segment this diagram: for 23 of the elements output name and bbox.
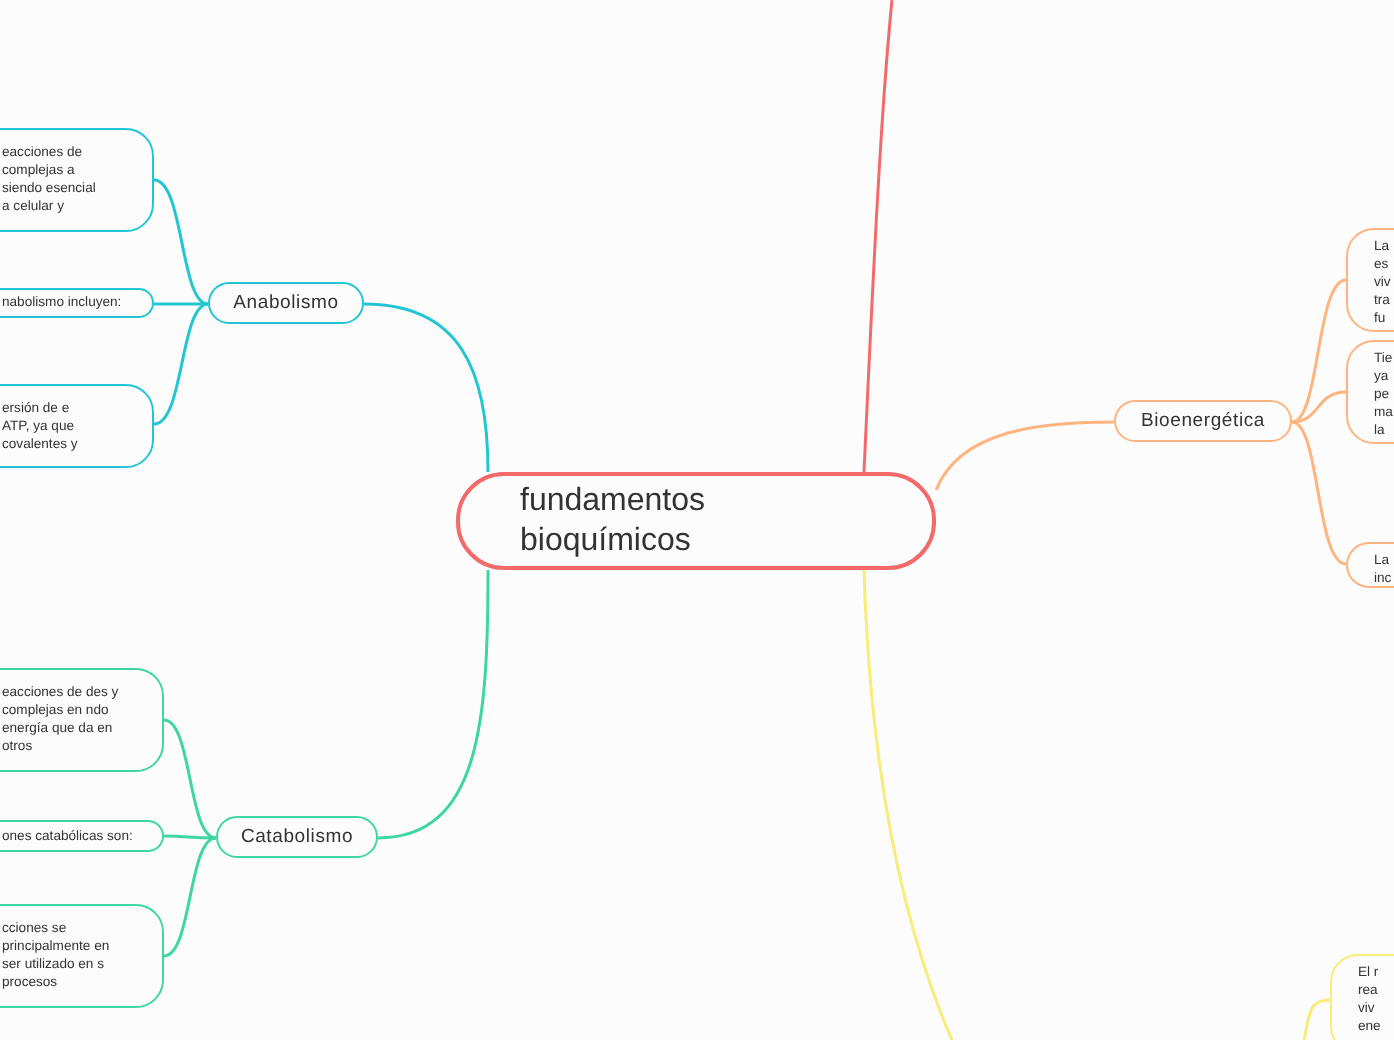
connector-line (862, 569, 954, 1040)
connector-line (153, 178, 209, 306)
connector-line (1302, 998, 1331, 1040)
connector-line (377, 570, 490, 840)
connector-line (1291, 390, 1347, 424)
topic-box (1114, 400, 1292, 442)
central-topic-text: fundamentos bioquímicos (520, 481, 708, 561)
topic-box (208, 282, 364, 324)
connector-line (163, 836, 217, 958)
connector-line (154, 302, 208, 306)
connector-line (1291, 420, 1347, 566)
connector-line (153, 302, 209, 426)
topic-text: Anabolismo (233, 291, 339, 315)
topic-text: Catabolismo (240, 825, 354, 849)
connector-line (1291, 278, 1347, 424)
connector-line (934, 420, 1114, 491)
topic-text: Bioenergética (1141, 409, 1265, 433)
connector-line (164, 834, 216, 840)
connector-line (862, 0, 894, 473)
topic-box (216, 816, 378, 858)
connector-line (163, 718, 217, 840)
central-topic-box (456, 472, 936, 570)
connector-line (363, 302, 490, 473)
